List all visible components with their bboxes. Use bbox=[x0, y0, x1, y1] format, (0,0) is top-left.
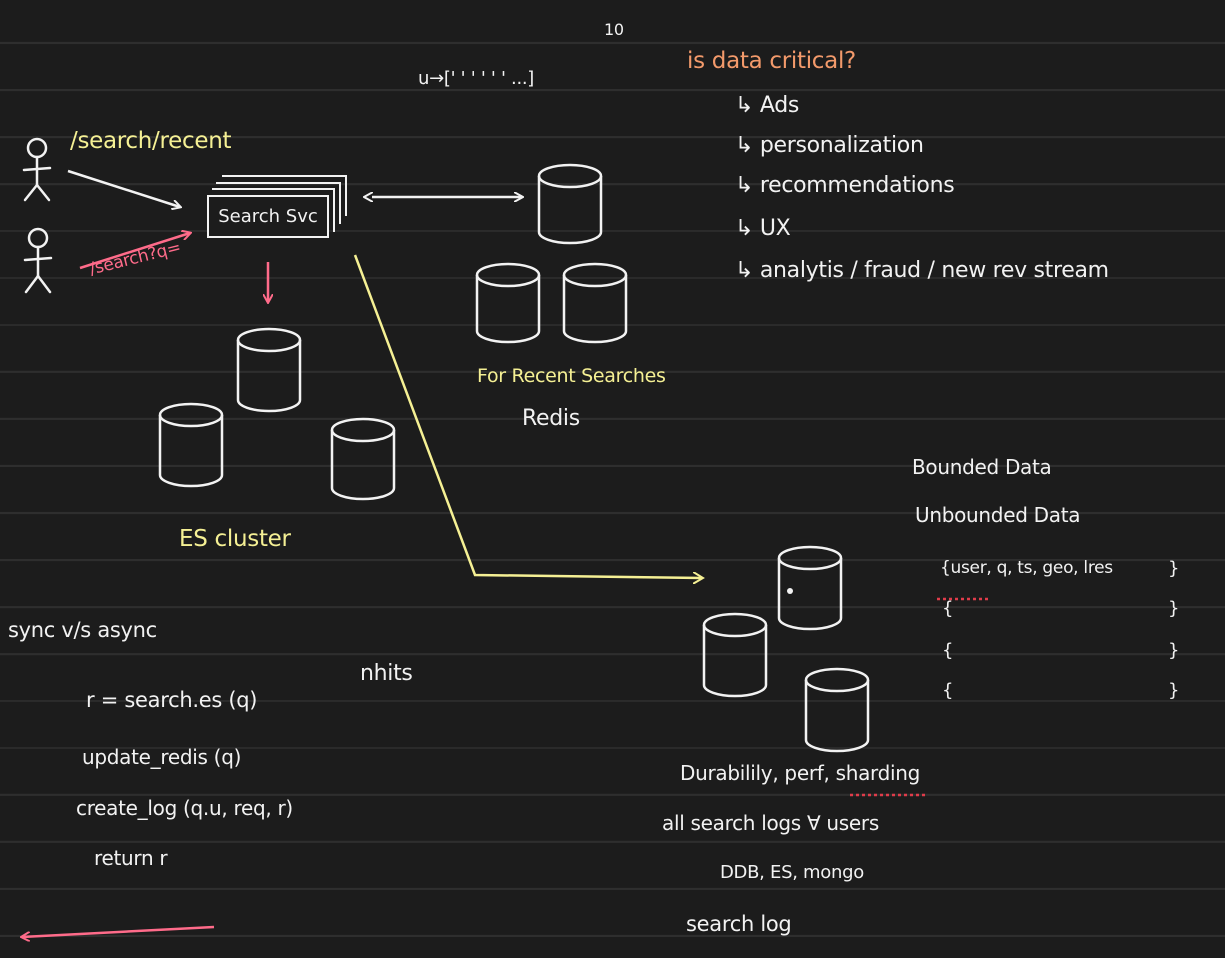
critical-item-analytics: ↳ analytis / fraud / new rev stream bbox=[735, 258, 1109, 283]
redis-caption-name: Redis bbox=[522, 406, 580, 431]
log-record-open-2: { bbox=[942, 598, 954, 619]
redis-cylinder-top bbox=[537, 163, 603, 245]
critical-question: is data critical? bbox=[687, 48, 856, 74]
critical-item-ads: ↳ Ads bbox=[735, 93, 800, 118]
cursor-dot bbox=[787, 588, 793, 594]
redis-caption-purpose: For Recent Searches bbox=[477, 365, 666, 387]
log-cylinder-left bbox=[702, 612, 768, 698]
es-cluster-caption: ES cluster bbox=[179, 526, 291, 552]
search-service-stack bbox=[212, 175, 347, 232]
log-record-close-4: } bbox=[1168, 680, 1180, 701]
recent-request-arrow bbox=[67, 169, 180, 207]
unbounded-data-label: Unbounded Data bbox=[915, 503, 1081, 527]
search-service-label: Search Svc bbox=[218, 206, 318, 227]
redis-list-notation: u→[' ' ' ' ' ' ...] bbox=[418, 68, 535, 89]
log-record-open-3: { bbox=[942, 640, 954, 661]
redis-cylinder-right bbox=[562, 262, 628, 344]
es-cylinder-right bbox=[330, 417, 396, 501]
top-count-label: 10 bbox=[604, 20, 624, 39]
log-note-databases: DDB, ES, mongo bbox=[720, 862, 864, 883]
log-cylinder-top bbox=[777, 545, 843, 631]
log-record-fields: {user, q, ts, geo, lres bbox=[940, 558, 1113, 578]
log-note-search-log: search log bbox=[686, 912, 792, 936]
log-record-close-3: } bbox=[1168, 640, 1180, 661]
recent-endpoint-label: /search/recent bbox=[70, 128, 232, 154]
code-line-create-log: create_log (q.u, req, r) bbox=[76, 796, 293, 820]
redis-cylinder-left bbox=[475, 262, 541, 344]
sync-async-heading: sync v/s async bbox=[8, 618, 157, 642]
back-arrow bbox=[22, 925, 215, 937]
log-record-close: } bbox=[1168, 558, 1180, 579]
log-cylinder-right bbox=[804, 667, 870, 753]
log-record-close-2: } bbox=[1168, 598, 1180, 619]
log-note-all-logs: all search logs ∀ users bbox=[662, 811, 879, 835]
user-figure-2 bbox=[23, 227, 53, 294]
es-cylinder-top bbox=[236, 327, 302, 413]
service-log-arrow bbox=[353, 254, 702, 578]
critical-item-recommendations: ↳ recommendations bbox=[735, 173, 955, 198]
critical-item-ux: ↳ UX bbox=[735, 216, 791, 241]
search-service-box: Search Svc bbox=[207, 195, 329, 238]
search-request-arrow bbox=[79, 233, 190, 270]
user-figure-1 bbox=[22, 137, 52, 202]
log-record-open-4: { bbox=[942, 680, 954, 701]
code-line-search: r = search.es (q) bbox=[86, 688, 258, 712]
es-cylinder-left bbox=[158, 402, 224, 488]
log-note-durability: Durabilily, perf, sharding bbox=[680, 761, 921, 785]
bounded-data-label: Bounded Data bbox=[912, 455, 1052, 479]
code-line-update-redis: update_redis (q) bbox=[82, 745, 242, 769]
critical-item-personalization: ↳ personalization bbox=[735, 133, 924, 158]
nhits-label: nhits bbox=[360, 661, 413, 686]
code-line-return: return r bbox=[94, 846, 168, 870]
